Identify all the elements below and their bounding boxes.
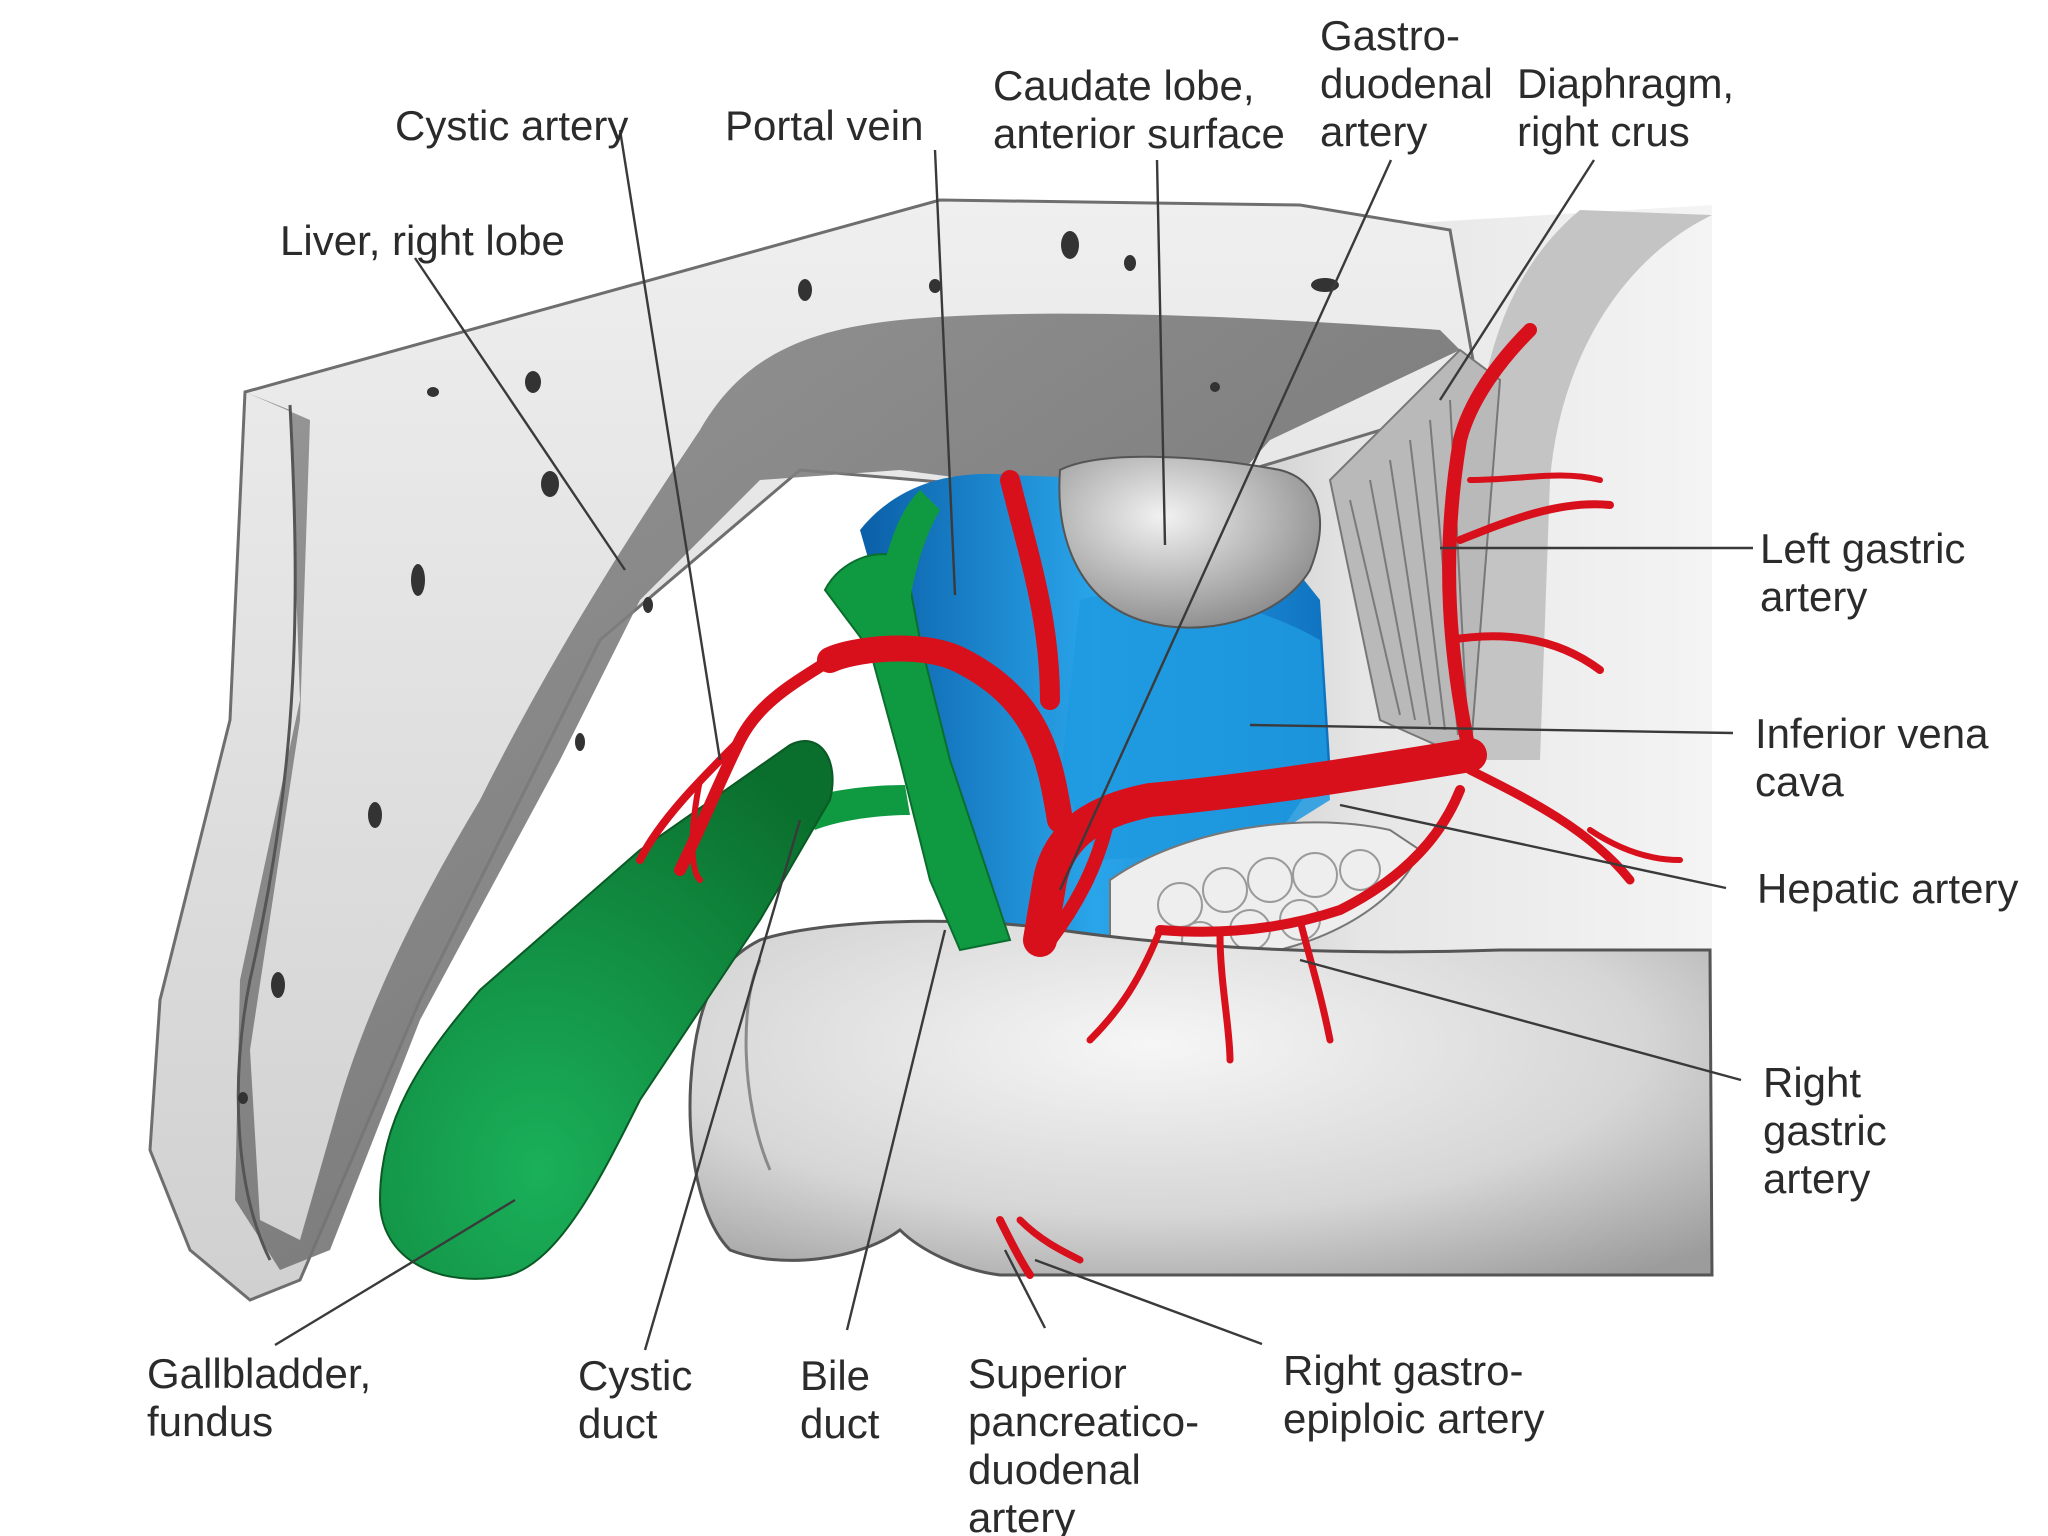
caudate-lobe [1058, 455, 1321, 629]
hepatic-duct-branch [880, 490, 940, 600]
label-diaphragm-1: Diaphragm, [1517, 60, 1734, 107]
right-hepatic-branch [1000, 470, 1060, 710]
label-caudate-lobe-1: Caudate lobe, [993, 62, 1255, 109]
leader-lines [274, 129, 1753, 1351]
label-cystic-artery: Cystic artery [395, 102, 628, 149]
label-cystic-duct-2: duct [578, 1400, 658, 1447]
label-sup-pancreatico-1: Superior [968, 1350, 1127, 1397]
label-hepatic-artery: Hepatic artery [1757, 865, 2018, 912]
liver-vessel-cuts [238, 231, 1339, 1104]
label-sup-pancreatico-2: pancreatico- [968, 1398, 1199, 1445]
stomach-duodenum [688, 919, 1714, 1277]
label-right-gastric-2: gastric [1763, 1107, 1887, 1154]
label-left-gastric-2: artery [1760, 573, 1867, 620]
right-gastric-vessel [1155, 785, 1465, 937]
label-liver-right-lobe: Liver, right lobe [280, 217, 565, 264]
label-gastroduodenal-2: duodenal [1320, 60, 1493, 107]
label-gallbladder-2: fundus [147, 1398, 273, 1445]
proper-hepatic-artery [817, 635, 1073, 833]
label-cystic-duct-1: Cystic [578, 1352, 692, 1399]
label-gastroduodenal-1: Gastro- [1320, 12, 1460, 59]
label-gallbladder-1: Gallbladder, [147, 1350, 371, 1397]
arteries [636, 323, 1683, 1279]
labels: Liver, right lobe Cystic artery Portal v… [147, 12, 2018, 1536]
label-caudate-lobe-2: anterior surface [993, 110, 1285, 157]
label-bile-duct-1: Bile [800, 1352, 870, 1399]
label-rgep-2: epiploic artery [1283, 1395, 1544, 1442]
pancreas [1109, 821, 1422, 962]
label-right-gastric-3: artery [1763, 1155, 1870, 1202]
left-gastric-vessel [1442, 323, 1537, 762]
label-gastroduodenal-3: artery [1320, 108, 1427, 155]
gallbladder [378, 740, 834, 1280]
label-sup-pancreatico-3: duodenal [968, 1446, 1141, 1493]
label-rgep-1: Right gastro- [1283, 1347, 1523, 1394]
label-right-gastric-1: Right [1763, 1059, 1861, 1106]
label-ivc-1: Inferior vena [1755, 710, 1989, 757]
liver-cut-surface [235, 313, 1460, 1270]
label-bile-duct-2: duct [800, 1400, 880, 1447]
label-portal-vein: Portal vein [725, 102, 923, 149]
label-diaphragm-2: right crus [1517, 108, 1690, 155]
label-sup-pancreatico-4: artery [968, 1494, 1075, 1536]
label-left-gastric-1: Left gastric [1760, 525, 1965, 572]
label-ivc-2: cava [1755, 758, 1844, 805]
hepatic-artery [1023, 738, 1487, 957]
gastroduodenal-vessel [1043, 803, 1117, 947]
